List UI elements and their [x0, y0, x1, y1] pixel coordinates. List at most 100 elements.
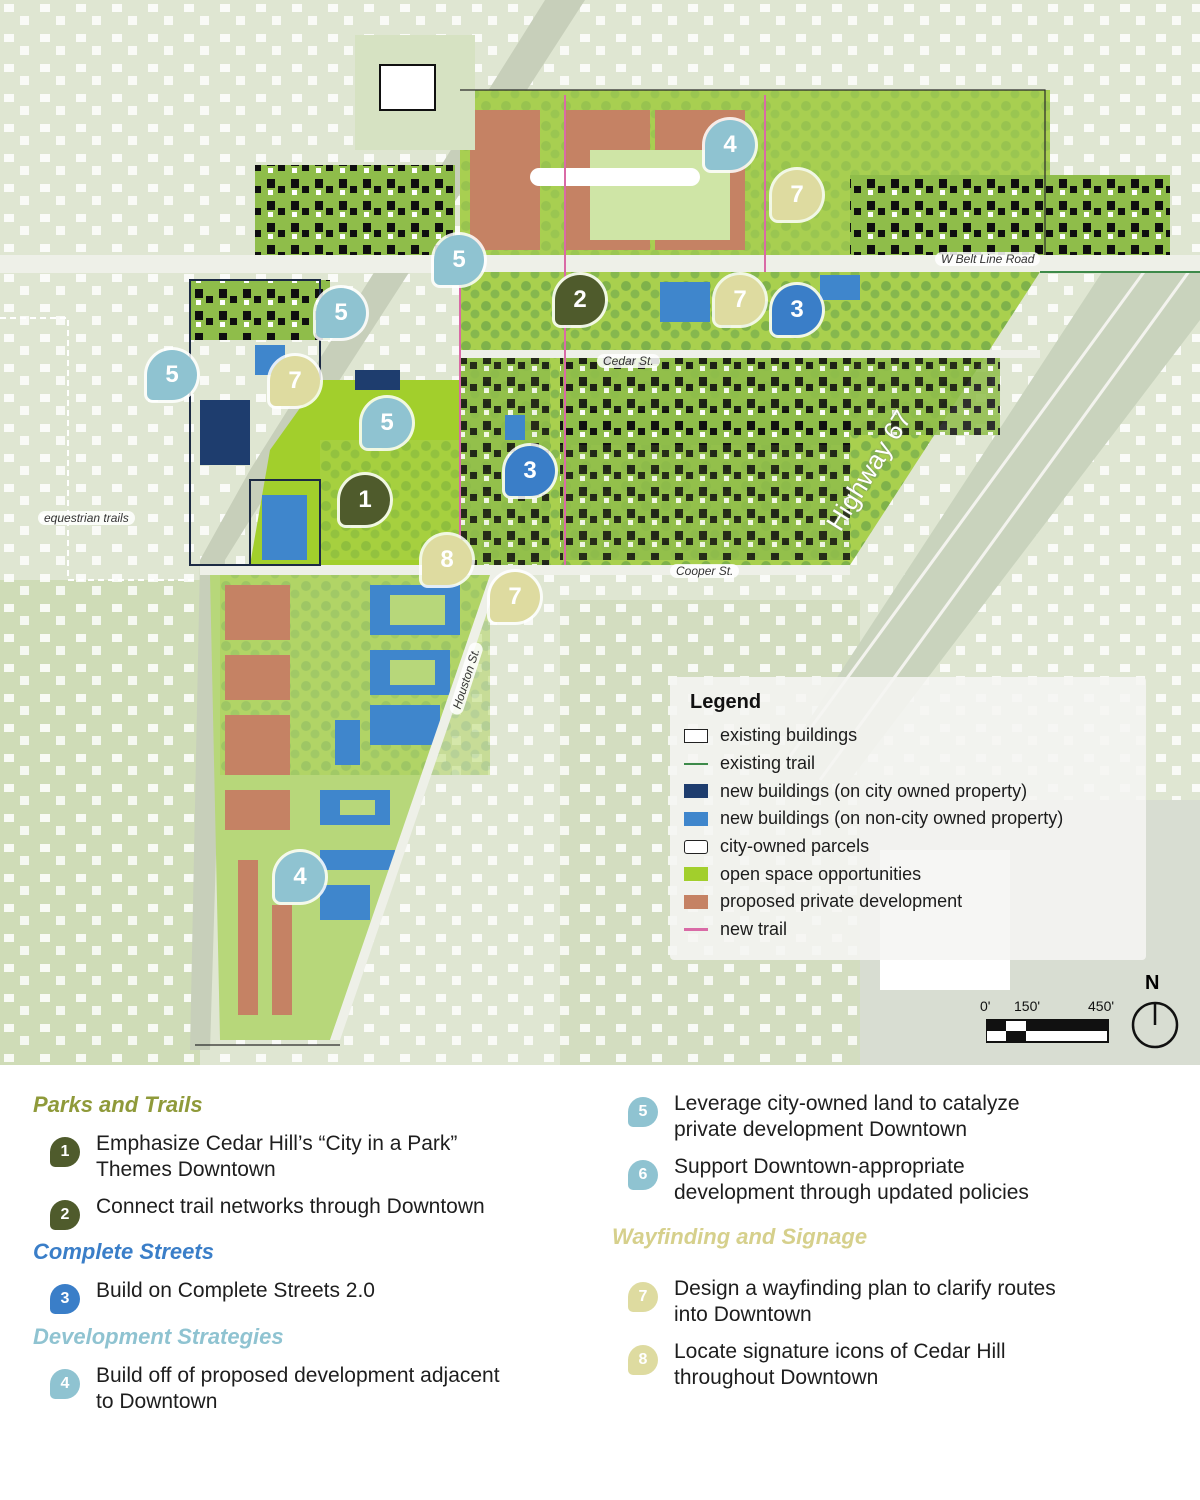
cedar-street — [460, 350, 1040, 358]
strategy-text: throughout Downtown — [674, 1366, 879, 1389]
marker-4[interactable]: 4 — [275, 852, 325, 902]
legend-label: proposed private development — [720, 891, 963, 912]
strategy-item-1: 1 Emphasize Cedar Hill’s “City in a Park… — [50, 1131, 457, 1183]
scale-label-450: 450' — [1088, 998, 1115, 1014]
new-trail-swatch — [684, 928, 708, 932]
cooper-street-label: Cooper St. — [670, 564, 740, 578]
strategy-text: Connect trail networks through Downtown — [96, 1195, 485, 1218]
map-legend: Legend existing buildings existing trail… — [670, 677, 1146, 960]
proposed-private-south — [225, 585, 290, 640]
marker-1[interactable]: 1 — [340, 475, 390, 525]
city-building — [320, 850, 395, 870]
downtown-block — [560, 410, 850, 560]
strategy-text: private development Downtown — [674, 1118, 967, 1141]
marker-5[interactable]: 5 — [362, 398, 412, 448]
marker-7[interactable]: 7 — [270, 356, 320, 406]
city-parcels-swatch — [684, 839, 708, 854]
northwest-block — [255, 165, 455, 255]
downtown-boundary — [460, 89, 1046, 255]
downtown-map: W Belt Line Road Cedar St. Cooper St. eq… — [0, 0, 1200, 1065]
marker-7[interactable]: 7 — [715, 275, 765, 325]
belt-line-road-label: W Belt Line Road — [935, 252, 1041, 266]
proposed-private-south — [225, 715, 290, 775]
highway-67 — [770, 260, 1200, 780]
strategy-item-4: 4 Build off of proposed development adja… — [50, 1363, 500, 1415]
north-label: N — [1145, 972, 1160, 994]
equestrian-trail-area — [0, 317, 195, 581]
marker-3[interactable]: 3 — [505, 446, 555, 496]
belt-line-road — [0, 255, 1200, 273]
strategy-marker-7: 7 — [628, 1282, 658, 1312]
legend-item: existing trail — [670, 750, 1146, 778]
legend-label: new buildings (on city owned property) — [720, 780, 1028, 801]
open-space-swatch — [684, 867, 708, 882]
marker-7[interactable]: 7 — [772, 170, 822, 220]
legend-label: new trail — [720, 919, 788, 940]
north-compass-icon — [1131, 1001, 1179, 1049]
legend-label: new buildings (on non-city owned propert… — [720, 808, 1064, 829]
non-city-building — [820, 275, 860, 300]
city-building — [320, 885, 370, 920]
equestrian-trails-label: equestrian trails — [38, 511, 135, 525]
legend-label: existing buildings — [720, 725, 858, 746]
strategy-marker-6: 6 — [628, 1160, 658, 1190]
marker-2[interactable]: 2 — [555, 275, 605, 325]
north-arrow: N — [1130, 972, 1180, 1052]
strategy-item-8: 8 Locate signature icons of Cedar Hill th… — [628, 1339, 1006, 1391]
legend-label: city-owned parcels — [720, 836, 870, 857]
strategy-text: development through updated policies — [674, 1181, 1029, 1204]
strategy-marker-2: 2 — [50, 1200, 80, 1230]
strategy-text: Locate signature icons of Cedar Hill — [674, 1340, 1006, 1363]
strategy-text: Build on Complete Streets 2.0 — [96, 1279, 375, 1302]
strategy-marker-1: 1 — [50, 1137, 80, 1167]
scale-label-0: 0' — [980, 998, 991, 1014]
legend-label: open space opportunities — [720, 863, 922, 884]
northeast-block — [850, 175, 1170, 255]
legend-item: city-owned parcels — [670, 833, 1146, 861]
map-basemap — [0, 0, 1200, 1065]
city-building — [355, 370, 400, 390]
scale-graphic — [986, 1019, 1109, 1043]
legend-item: open space opportunities — [670, 860, 1146, 888]
strategy-panel: Parks and Trails 1 Emphasize Cedar Hill’… — [0, 1065, 1200, 1500]
strategy-marker-4: 4 — [50, 1369, 80, 1399]
non-city-buildings-swatch — [684, 811, 708, 826]
marker-5[interactable]: 5 — [316, 288, 366, 338]
strategy-item-5: 5 Leverage city-owned land to catalyze pr… — [628, 1091, 1020, 1143]
non-city-building — [370, 705, 440, 745]
strategy-text: to Downtown — [96, 1390, 218, 1413]
legend-item: new buildings (on non-city owned propert… — [670, 805, 1146, 833]
non-city-building — [660, 282, 710, 322]
city-building — [335, 720, 360, 765]
strategy-item-2: 2 Connect trail networks through Downtow… — [50, 1194, 485, 1230]
parks-and-trails-heading: Parks and Trails — [33, 1092, 203, 1117]
strategy-marker-5: 5 — [628, 1097, 658, 1127]
legend-title: Legend — [690, 691, 762, 713]
marker-7[interactable]: 7 — [490, 572, 540, 622]
legend-item: new trail — [670, 916, 1146, 944]
scale-label-150: 150' — [1014, 998, 1041, 1014]
marker-5[interactable]: 5 — [147, 350, 197, 400]
strategy-text: Emphasize Cedar Hill’s “City in a Park” — [96, 1132, 458, 1155]
proposed-private-north — [470, 110, 540, 250]
proposed-private-south — [272, 905, 292, 1015]
west-block — [190, 280, 330, 340]
non-city-building — [505, 415, 525, 440]
strategy-text: Leverage city-owned land to catalyze — [674, 1092, 1020, 1115]
strategy-item-7: 7 Design a wayfinding plan to clarify ro… — [628, 1276, 1056, 1328]
strategy-text: Build off of proposed development adjace… — [96, 1364, 500, 1387]
city-buildings-swatch — [684, 784, 708, 799]
marker-4[interactable]: 4 — [705, 120, 755, 170]
city-owned-parcel — [249, 479, 321, 566]
proposed-private-south — [238, 860, 258, 1015]
marker-5[interactable]: 5 — [434, 235, 484, 285]
strategy-marker-8: 8 — [628, 1345, 658, 1375]
legend-item: existing buildings — [670, 722, 1146, 750]
legend-item: proposed private development — [670, 888, 1146, 916]
existing-trail-swatch — [684, 762, 708, 765]
strategy-text: Themes Downtown — [96, 1158, 276, 1181]
marker-8[interactable]: 8 — [422, 535, 472, 585]
marker-3[interactable]: 3 — [772, 285, 822, 335]
development-strategies-heading: Development Strategies — [33, 1324, 284, 1349]
